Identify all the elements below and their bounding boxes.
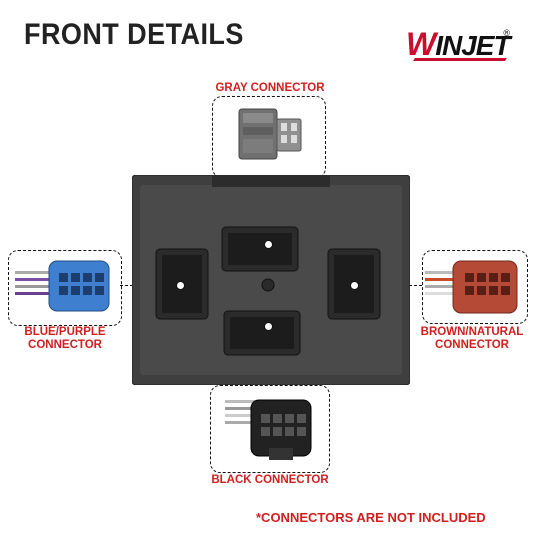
registered-mark: ® [503, 28, 510, 38]
brown-natural-guide-dot [350, 281, 359, 290]
gray-connector-box [212, 96, 326, 178]
blue-purple-connector-label: BLUE/PURPLE CONNECTOR [10, 326, 120, 352]
brown-natural-connector-label: BROWN/NATURAL CONNECTOR [414, 326, 530, 352]
page-title: FRONT DETAILS [24, 18, 244, 51]
brown-natural-connector-plug [425, 260, 518, 314]
not-included-note: *CONNECTORS ARE NOT INCLUDED [256, 510, 486, 525]
black-guide-dot [264, 322, 273, 331]
blue-purple-connector-plug [15, 260, 110, 312]
gray-guide-dot [264, 240, 273, 249]
black-connector-plug [225, 399, 312, 460]
black-connector-box [210, 385, 330, 473]
brown-natural-label-line1: BROWN/NATURAL [420, 326, 524, 338]
brown-natural-connector-box [422, 250, 528, 324]
blue-purple-connector-box [8, 250, 122, 326]
brand-logo-text: WINJET [406, 26, 511, 62]
blue-purple-label-line2: CONNECTOR [28, 339, 102, 351]
blue-purple-label-line1: BLUE/PURPLE [24, 326, 106, 338]
switch-block-front [132, 175, 410, 385]
black-connector-label: BLACK CONNECTOR [211, 474, 329, 486]
logo-swoosh [413, 58, 507, 61]
gray-connector-plug [238, 108, 302, 160]
brown-natural-label-line2: CONNECTOR [435, 339, 509, 351]
blue-purple-guide-dot [176, 281, 185, 290]
brand-logo: WINJET ® [394, 18, 514, 66]
gray-connector-label: GRAY CONNECTOR [215, 82, 325, 94]
